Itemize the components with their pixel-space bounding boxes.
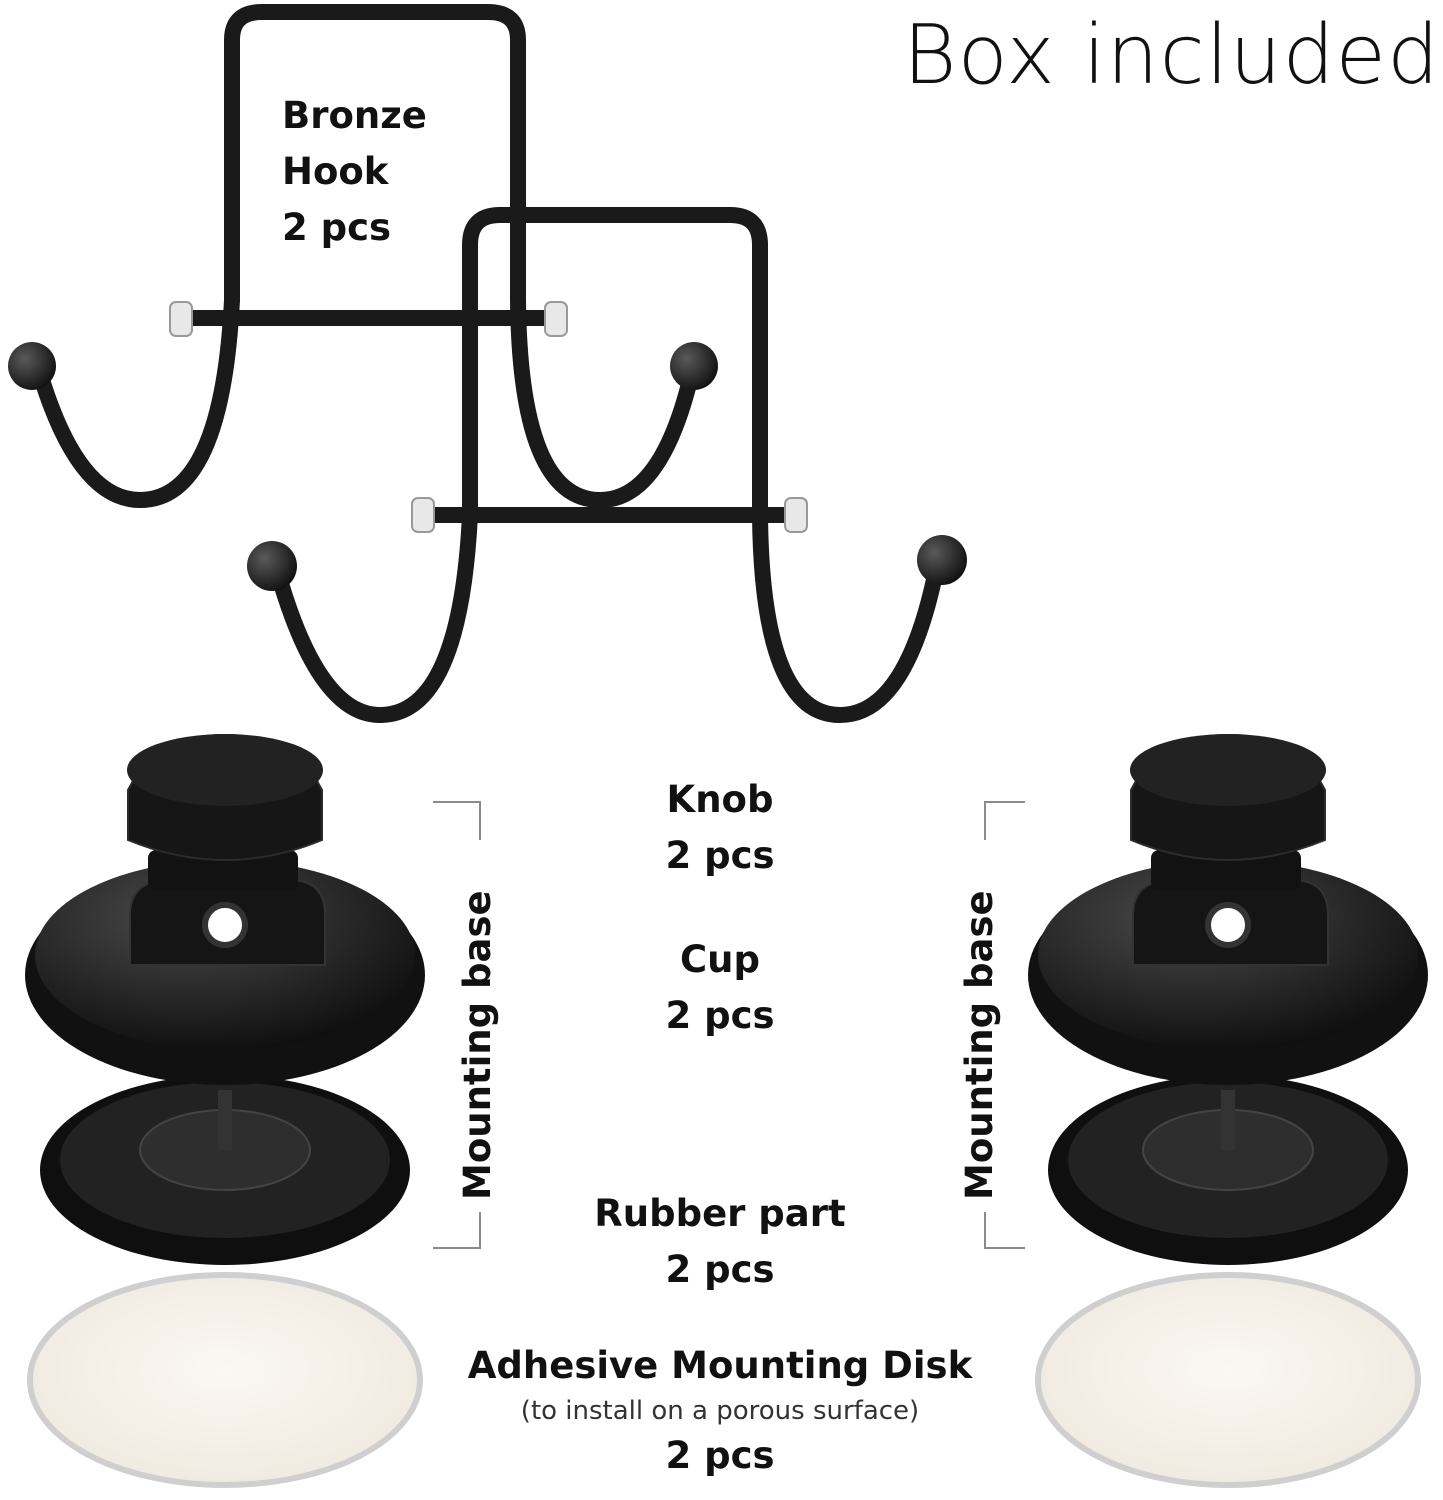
knob-qty: 2 pcs <box>665 834 775 877</box>
cup-name: Cup <box>680 938 760 981</box>
hook-front <box>272 207 943 723</box>
disk-note: (to install on a porous surface) <box>520 1396 920 1426</box>
hook-back <box>34 4 698 508</box>
hook-back-left-ball <box>8 342 56 390</box>
hook-back-right-spacer <box>544 301 568 337</box>
left-mounting-base-bracket <box>433 801 481 1249</box>
disk-qty: 2 pcs <box>665 1434 775 1477</box>
knob-label: Knob 2 pcs <box>570 772 870 884</box>
disk-label: Adhesive Mounting Disk (to install on a … <box>400 1338 1040 1484</box>
hook-front-left-ball <box>247 541 297 591</box>
left-mounting-base-label: Mounting base <box>456 890 499 1200</box>
hook-back-left-spacer <box>169 301 193 337</box>
right-adhesive-disk <box>1035 1272 1421 1488</box>
page-title: Box included <box>902 8 1440 103</box>
hook-front-right-ball <box>917 535 967 585</box>
rubber-qty: 2 pcs <box>665 1248 775 1291</box>
right-mounting-assembly <box>1028 734 1428 1488</box>
hook-qty: 2 pcs <box>282 206 392 249</box>
knob-name: Knob <box>666 778 774 821</box>
hook-name-line1: Bronze <box>282 94 427 137</box>
right-mounting-base-bracket <box>984 801 1025 1249</box>
disk-name: Adhesive Mounting Disk <box>467 1344 973 1387</box>
rubber-label: Rubber part 2 pcs <box>520 1186 920 1298</box>
right-mounting-base-label: Mounting base <box>958 890 1001 1200</box>
hook-label: Bronze Hook 2 pcs <box>282 88 482 256</box>
cup-label: Cup 2 pcs <box>570 932 870 1044</box>
cup-qty: 2 pcs <box>665 994 775 1037</box>
rubber-name: Rubber part <box>594 1192 846 1235</box>
hook-back-right-ball <box>670 342 718 390</box>
left-adhesive-disk <box>27 1272 423 1488</box>
hook-front-right-spacer <box>784 497 808 533</box>
hook-name-line2: Hook <box>282 150 389 193</box>
hook-front-left-spacer <box>411 497 435 533</box>
left-mounting-assembly <box>25 734 425 1488</box>
